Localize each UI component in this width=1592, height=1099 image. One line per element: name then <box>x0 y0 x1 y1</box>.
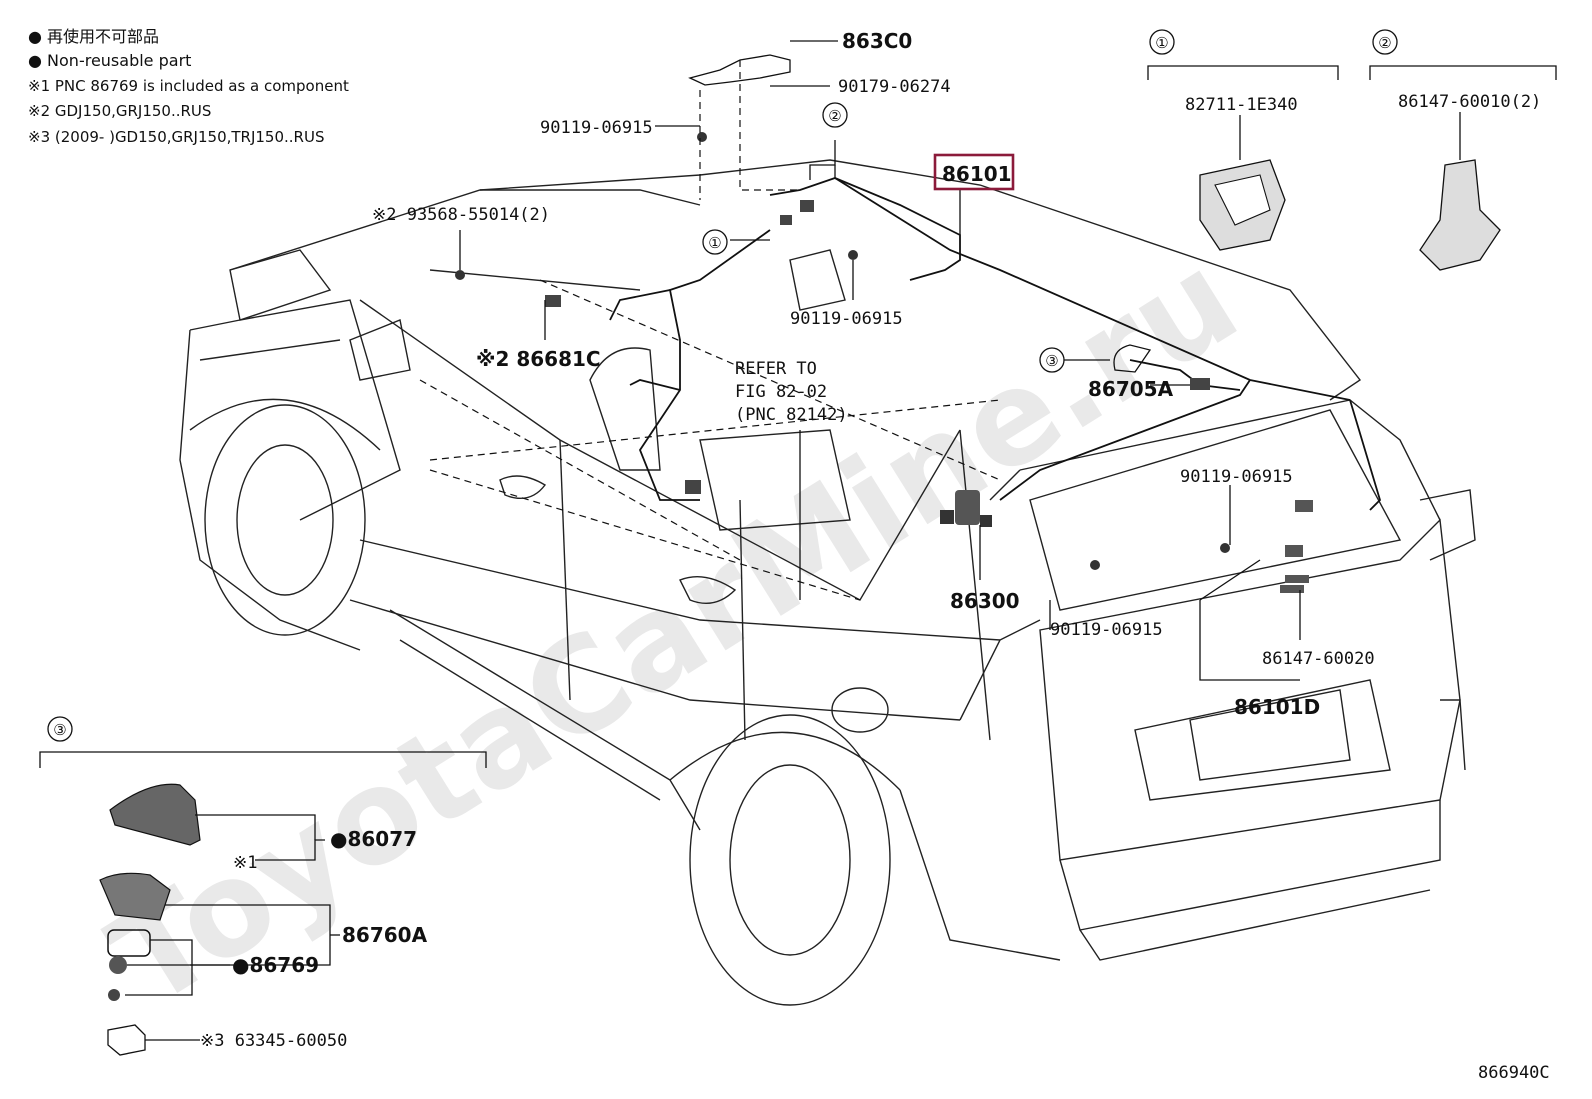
inset-2: ② 86147-60010(2) <box>1369 29 1557 271</box>
label-90119-06915-a: 90119-06915 <box>540 118 653 138</box>
label-86705A: 86705A <box>1088 377 1174 401</box>
reference-marker-3-mid: ③ <box>1039 347 1065 373</box>
label-86760A: 86760A <box>342 923 428 947</box>
reference-marker-1-mid: ① <box>702 229 728 255</box>
gasket <box>107 929 151 957</box>
label-86147-60020: 86147-60020 <box>1262 649 1375 669</box>
connector-box <box>107 1024 146 1056</box>
label-86300: 86300 <box>950 589 1020 613</box>
label-90179-06274: 90179-06274 <box>838 77 951 97</box>
label-86147-60010: 86147-60010(2) <box>1398 92 1541 112</box>
legend-note-1: ※1 PNC 86769 is included as a component <box>28 77 349 95</box>
label-82711-1E340: 82711-1E340 <box>1185 95 1298 115</box>
svg-text:②: ② <box>828 107 841 125</box>
svg-text:86101: 86101 <box>942 162 1012 186</box>
nut <box>109 956 127 974</box>
inset-3: ③ ●86077 ※1 86760A ●86769 ※3 63345-60050 <box>39 716 487 1056</box>
legend-note-2: ※2 GDJ150,GRJ150..RUS <box>28 102 211 120</box>
svg-text:②: ② <box>1378 34 1391 52</box>
label-93568-55014: ※2 93568-55014(2) <box>372 205 550 225</box>
vehicle-outline <box>179 159 1476 1006</box>
leader-lines <box>459 40 1301 681</box>
legend-note-3: ※3 (2009- )GD150,GRJ150,TRJ150..RUS <box>28 128 324 146</box>
label-86769: ●86769 <box>232 953 319 977</box>
screw <box>108 989 120 1001</box>
legend-line-en: ● Non-reusable part <box>28 51 191 70</box>
antenna-base <box>99 872 171 921</box>
highlighted-part-86101[interactable]: 86101 <box>933 153 1015 191</box>
label-90119-06915-b: 90119-06915 <box>790 309 903 329</box>
label-86077: ●86077 <box>330 827 417 851</box>
svg-text:③: ③ <box>1045 352 1058 370</box>
label-90119-06915-c: 90119-06915 <box>1180 467 1293 487</box>
label-86077-note: ※1 <box>233 853 257 873</box>
inset-1: ① 82711-1E340 <box>1147 29 1339 251</box>
connector-parts <box>455 132 1313 593</box>
label-863C0: 863C0 <box>842 29 912 53</box>
reference-marker-2-top: ② <box>822 102 848 128</box>
antenna-bracket-863C0 <box>688 54 800 200</box>
label-86681C: ※2 86681C <box>476 347 601 371</box>
svg-text:①: ① <box>708 234 721 252</box>
label-63345-60050: ※3 63345-60050 <box>200 1031 347 1051</box>
label-refer-fig: FIG 82-02 <box>735 382 827 402</box>
svg-text:①: ① <box>1155 34 1168 52</box>
label-90119-06915-d: 90119-06915 <box>1050 620 1163 640</box>
legend-line-jp: ● 再使用不可部品 <box>28 27 159 46</box>
shark-fin-antenna <box>109 783 201 846</box>
antenna-cable-harness <box>609 177 1382 511</box>
svg-text:③: ③ <box>53 721 66 739</box>
label-refer-pnc: (PNC 82142) <box>735 405 848 425</box>
label-86101D: 86101D <box>1234 695 1320 719</box>
label-refer-to: REFER TO <box>735 359 817 379</box>
figure-number: 866940C <box>1478 1063 1550 1083</box>
legend: ● 再使用不可部品 ● Non-reusable part ※1 PNC 867… <box>28 27 349 146</box>
